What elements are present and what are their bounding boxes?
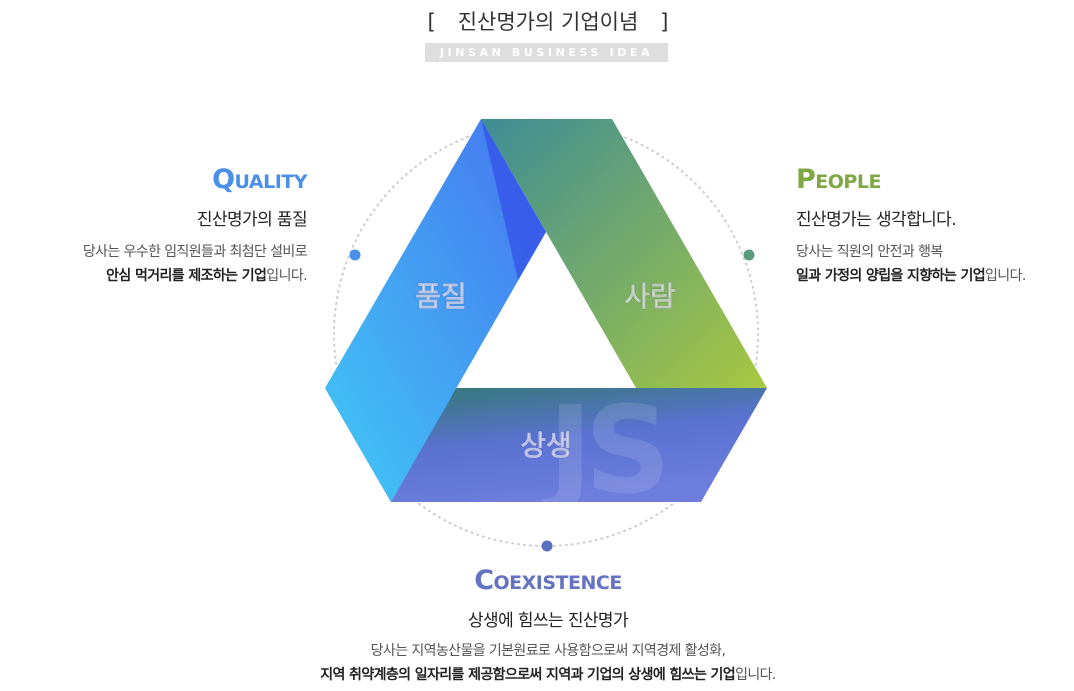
people-desc-line1: 당사는 직원의 안전과 행복 — [796, 244, 943, 260]
coexistence-dot — [541, 540, 553, 552]
quality-desc-tail: 입니다. — [266, 268, 307, 284]
watermark-js: JS — [541, 382, 663, 521]
people-desc-bold: 일과 가정의 양립을 지향하는 기업 — [796, 268, 986, 284]
quality-desc-bold: 안심 먹거리를 제조하는 기업 — [106, 268, 267, 284]
quality-description: 당사는 우수한 임직원들과 최첨단 설비로 안심 먹거리를 제조하는 기업입니다… — [20, 240, 308, 288]
coexistence-heading: COEXISTENCE — [0, 567, 1074, 594]
bracket-open: [ — [427, 10, 436, 34]
coexistence-desc-bold: 지역 취약계층의 일자리를 제공함으로써 지역과 기업의 상생에 힘쓰는 기업 — [320, 667, 736, 683]
quality-band — [325, 119, 546, 502]
quality-desc-line1: 당사는 우수한 임직원들과 최첨단 설비로 — [82, 244, 308, 260]
page-title: [ 진산명가의 기업이념] — [0, 6, 1074, 36]
coexistence-subtitle: 상생에 힘쓰는 진산명가 — [467, 611, 629, 631]
people-band — [481, 119, 767, 388]
people-desc-line2: 일과 가정의 양립을 지향하는 기업입니다. — [796, 264, 1074, 288]
coexistence-panel: COEXISTENCE 상생에 힘쓰는 진산명가 당사는 지역농산물을 기본원료… — [0, 567, 1074, 687]
quality-panel: QUALITY 진산명가의 품질 당사는 우수한 임직원들과 최첨단 설비로 안… — [20, 166, 308, 288]
quality-subtitle: 진산명가의 품질 — [196, 210, 308, 230]
people-subtitle: 진산명가는 생각합니다. — [796, 210, 957, 230]
people-description: 당사는 직원의 안전과 행복 일과 가정의 양립을 지향하는 기업입니다. — [796, 240, 1074, 288]
guide-circle — [333, 121, 759, 547]
people-heading-cap: P — [796, 164, 816, 195]
people-heading-rest: EOPLE — [815, 171, 881, 193]
bracket-close: ] — [660, 10, 669, 34]
quality-desc-line2: 안심 먹거리를 제조하는 기업입니다. — [20, 264, 307, 288]
people-dot — [743, 249, 755, 261]
page-title-text: 진산명가의 기업이념 — [457, 10, 639, 34]
coexistence-desc-line2: 지역 취약계층의 일자리를 제공함으로써 지역과 기업의 상생에 힘쓰는 기업입… — [0, 663, 1074, 687]
quality-heading-rest: UALITY — [234, 171, 308, 193]
fold-shade — [481, 119, 546, 280]
people-panel: PEOPLE 진산명가는 생각합니다. 당사는 직원의 안전과 행복 일과 가정… — [796, 166, 1074, 288]
coexistence-heading-cap: C — [474, 565, 494, 596]
page-subtitle: JINSAN BUSINESS IDEA — [425, 43, 668, 62]
people-desc-tail: 입니다. — [985, 268, 1026, 284]
quality-heading: QUALITY — [20, 166, 307, 193]
coexistence-desc-tail: 입니다. — [735, 667, 776, 683]
quality-heading-cap: Q — [212, 164, 235, 195]
quality-dot — [349, 249, 361, 261]
coexistence-desc-line1: 당사는 지역농산물을 기본원료로 사용함으로써 지역경제 활성화, — [370, 643, 726, 659]
label-quality: 품질 — [415, 280, 467, 313]
coexistence-heading-rest: OEXISTENCE — [493, 572, 623, 594]
people-heading: PEOPLE — [796, 166, 1074, 193]
label-people: 사람 — [624, 280, 676, 313]
label-coexistence: 상생 — [520, 429, 572, 462]
coexistence-description: 당사는 지역농산물을 기본원료로 사용함으로써 지역경제 활성화, 지역 취약계… — [0, 639, 1074, 687]
